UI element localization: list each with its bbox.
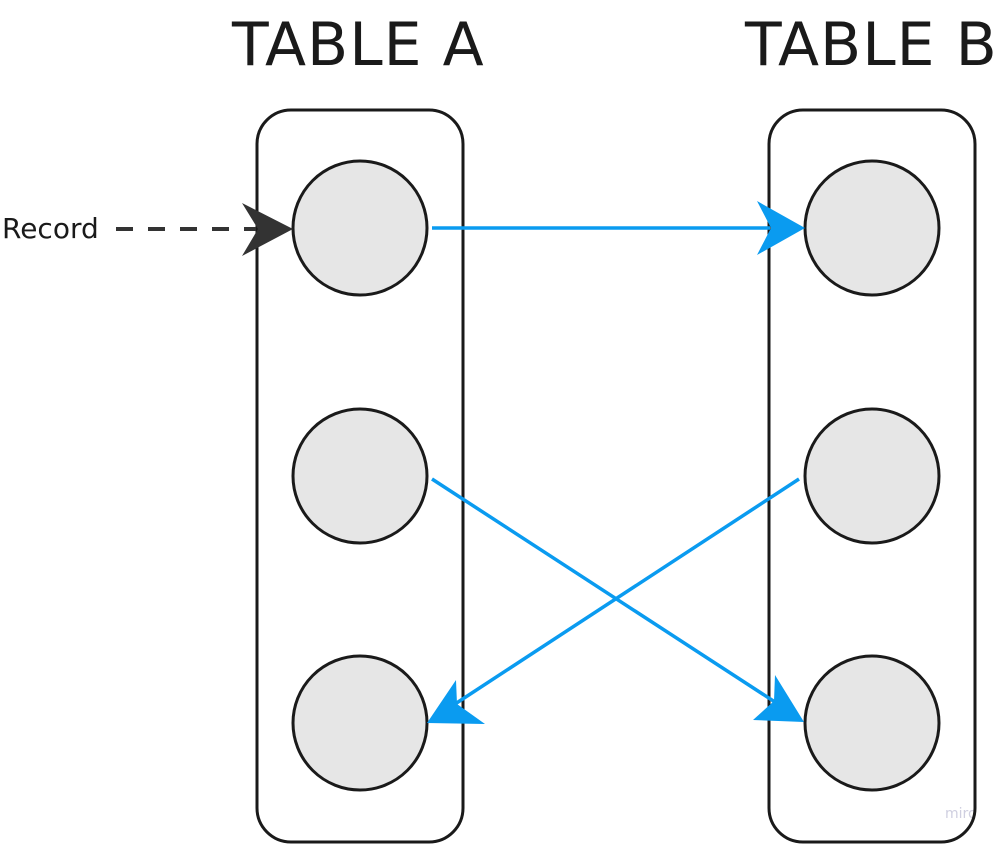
table-b-container [767, 108, 977, 844]
relation-a2-b3-arrowhead [753, 675, 804, 722]
table-b-node-3 [803, 654, 941, 792]
relation-a1-b1-arrowhead [757, 201, 805, 255]
table-b-title: TABLE B [745, 10, 998, 80]
record-label: Record [2, 212, 99, 245]
miro-watermark: miro [945, 806, 977, 822]
table-a-node-1 [291, 159, 429, 297]
relation-a2-b3-line [431, 477, 779, 706]
relation-b2-a3-line [451, 477, 800, 708]
relation-b2-a3-arrowhead [427, 680, 485, 724]
table-a-container [255, 108, 465, 844]
table-b-node-2 [803, 407, 941, 545]
table-a-node-2 [291, 407, 429, 545]
table-a-node-3 [291, 654, 429, 792]
record-arrowhead [242, 203, 293, 256]
table-a-title: TABLE A [232, 10, 485, 80]
table-b-node-1 [803, 159, 941, 297]
